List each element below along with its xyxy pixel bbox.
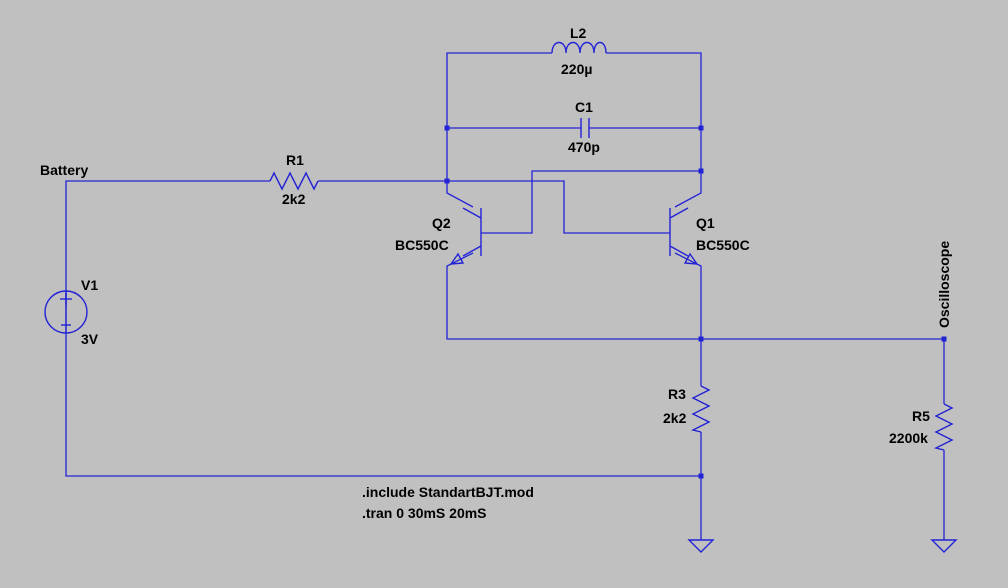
wire-battery-r1[interactable] xyxy=(65,180,270,333)
q2-name-label: Q2 xyxy=(432,215,451,231)
wire-r1-node[interactable] xyxy=(318,180,670,234)
spice-directive-include[interactable]: .include StandartBJT.mod xyxy=(362,484,534,500)
q1-name-label: Q1 xyxy=(696,215,715,231)
junction-dot xyxy=(698,336,704,342)
wire-battery-return[interactable] xyxy=(65,308,701,477)
resistor-r3-symbol[interactable] xyxy=(690,385,711,433)
wire-cross-q2-base[interactable] xyxy=(481,170,701,234)
q1-model-label: BC550C xyxy=(696,237,750,253)
wire-output[interactable] xyxy=(701,338,945,404)
v1-value-label: 3V xyxy=(81,331,99,347)
wire-q2-emitter[interactable] xyxy=(446,252,701,340)
ground-symbol-right xyxy=(930,539,958,553)
ground-symbol-left xyxy=(687,539,715,553)
resistor-r5-symbol[interactable] xyxy=(933,403,954,451)
voltage-source-v1-symbol[interactable] xyxy=(44,290,88,334)
inductor-l2-symbol[interactable] xyxy=(551,41,607,54)
l2-value-label: 220µ xyxy=(561,61,592,77)
junction-dot xyxy=(698,473,704,479)
c1-value-label: 470p xyxy=(568,139,600,155)
r1-value-label: 2k2 xyxy=(282,191,306,207)
junction-dot xyxy=(941,336,947,342)
q2-model-label: BC550C xyxy=(395,237,449,253)
junction-dot xyxy=(444,178,450,184)
r5-name-label: R5 xyxy=(912,408,930,424)
junction-dot xyxy=(698,125,704,131)
junctions xyxy=(444,125,947,479)
r5-value-label: 2200k xyxy=(889,430,928,446)
r3-value-label: 2k2 xyxy=(663,410,687,426)
transistor-q2-symbol[interactable] xyxy=(449,207,482,265)
battery-net-label: Battery xyxy=(40,162,88,178)
transistor-q1-symbol[interactable] xyxy=(669,207,699,265)
wire-l2-left[interactable] xyxy=(446,52,552,181)
r3-name-label: R3 xyxy=(668,386,686,402)
v1-name-label: V1 xyxy=(81,277,98,293)
spice-directive-tran[interactable]: .tran 0 30mS 20mS xyxy=(362,505,487,521)
c1-name-label: C1 xyxy=(575,99,593,115)
wire-q1-emitter[interactable] xyxy=(674,252,702,339)
junction-dot xyxy=(698,168,704,174)
l2-name-label: L2 xyxy=(570,25,587,41)
capacitor-c1-symbol[interactable] xyxy=(580,118,590,138)
r1-name-label: R1 xyxy=(286,152,304,168)
resistor-r1-symbol[interactable] xyxy=(269,171,319,191)
wire-q2-collector[interactable] xyxy=(446,181,474,208)
wire-l2-right[interactable] xyxy=(606,52,702,171)
wire-q1-collector[interactable] xyxy=(674,171,702,208)
oscilloscope-net-label: Oscilloscope xyxy=(936,241,952,328)
junction-dot xyxy=(444,125,450,131)
wires xyxy=(65,52,945,540)
